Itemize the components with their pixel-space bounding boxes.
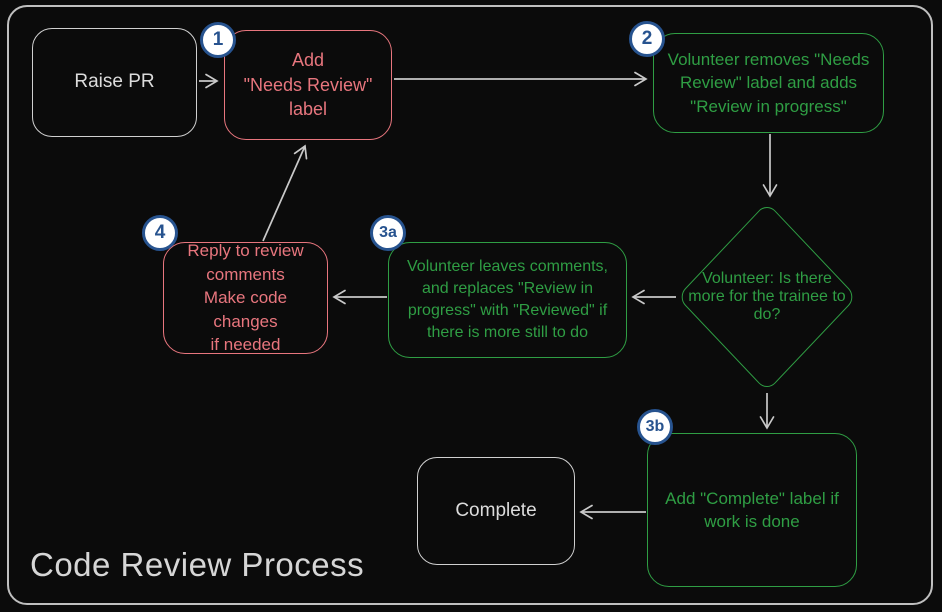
decision-diamond-text: Volunteer: Is there more for the trainee… (688, 270, 846, 323)
connector-step4-to-step1 (262, 144, 308, 242)
node-volunteer-leaves-comments: Volunteer leaves comments, and replaces … (388, 242, 627, 358)
decision-diamond: Volunteer: Is there more for the trainee… (687, 252, 847, 342)
node-add-needs-review-label: Add "Needs Review" label (224, 30, 392, 140)
node-add-needs-review-label-text: Add "Needs Review" label (243, 49, 373, 120)
node-volunteer-removes-label-text: Volunteer removes "Needs Review" label a… (667, 49, 870, 116)
step-badge-2: 2 (629, 21, 665, 57)
node-reply-to-review-comments-text: Reply to review comments Make code chang… (187, 241, 304, 355)
diagram-title: Code Review Process (30, 546, 365, 583)
step-badge-3a: 3a (370, 215, 406, 251)
node-volunteer-leaves-comments-text: Volunteer leaves comments, and replaces … (407, 257, 608, 342)
canvas-frame-border (7, 5, 933, 605)
step-badge-4: 4 (142, 215, 178, 251)
node-complete: Complete (417, 457, 575, 565)
node-complete-label: Complete (455, 499, 537, 521)
node-reply-to-review-comments: Reply to review comments Make code chang… (163, 241, 328, 354)
node-add-complete-label-text: Add "Complete" label if work is done (665, 488, 839, 531)
step-badge-1: 1 (200, 22, 236, 58)
node-raise-pr: Raise PR (32, 28, 197, 137)
step-badge-3b: 3b (637, 409, 673, 445)
node-add-complete-label: Add "Complete" label if work is done (647, 433, 857, 587)
node-volunteer-removes-label: Volunteer removes "Needs Review" label a… (653, 33, 884, 133)
node-raise-pr-label: Raise PR (74, 71, 155, 93)
